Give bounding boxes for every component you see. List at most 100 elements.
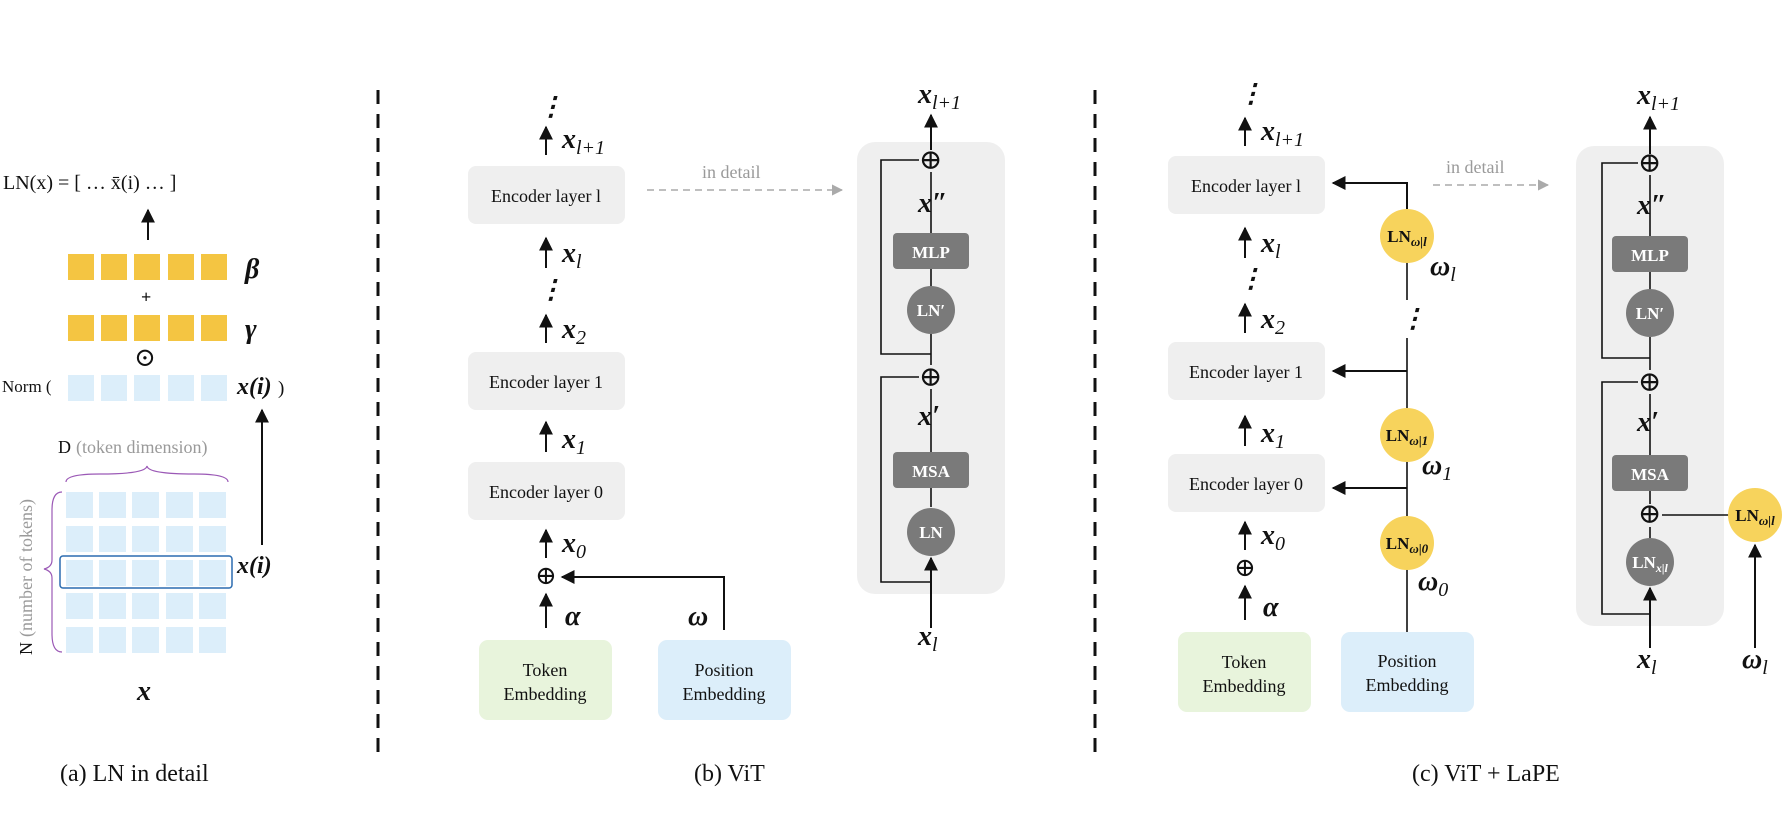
svg-text:Embedding: Embedding — [504, 684, 587, 704]
token-cell — [166, 627, 193, 653]
svg-text:LNω|0: LNω|0 — [1386, 534, 1429, 556]
svg-text:LNω|l: LNω|l — [1387, 227, 1427, 249]
svg-text:LNω|1: LNω|1 — [1386, 426, 1428, 448]
svg-text:⊕: ⊕ — [1638, 499, 1661, 530]
c-detail-ln-x — [1626, 538, 1674, 586]
token-cell — [166, 560, 193, 586]
token-cell — [132, 492, 159, 518]
b-pos-arrow — [560, 570, 725, 630]
ln-formula: LN(x) = [ … x̄(i) … ] — [3, 172, 176, 194]
b-detail-ln — [907, 508, 955, 556]
svg-text:⊕: ⊕ — [1638, 148, 1661, 179]
svg-text:x1: x1 — [1260, 418, 1285, 453]
plus-symbol: + — [141, 287, 151, 307]
token-cell — [66, 593, 93, 619]
svg-text:⊕: ⊕ — [1638, 367, 1661, 398]
token-x-i: x(i) — [236, 553, 272, 579]
token-cell — [132, 593, 159, 619]
b-x-1: x1 — [561, 424, 586, 459]
svg-text:x″: x″ — [1636, 190, 1666, 221]
b-dots-top: ⋮ — [538, 92, 564, 121]
svg-text:LNx|l: LNx|l — [1632, 553, 1668, 575]
svg-text:Embedding: Embedding — [1203, 676, 1286, 696]
svg-text:xl+1: xl+1 — [1636, 80, 1680, 115]
b-dots-mid: ⋮ — [538, 275, 564, 304]
c-detail-ln-prime — [1626, 289, 1674, 337]
caption-b: (b) ViT — [694, 761, 765, 787]
d-brace — [65, 465, 229, 483]
c-ln-omega-l — [1380, 209, 1434, 263]
svg-text:MSA: MSA — [912, 462, 951, 481]
token-cell — [166, 593, 193, 619]
b-detail-mlp — [893, 233, 969, 269]
svg-text:Embedding: Embedding — [1366, 675, 1449, 695]
b-encoder-1-box — [468, 352, 625, 410]
svg-text:⋮: ⋮ — [1400, 304, 1426, 333]
b-x-l: xl — [561, 238, 582, 273]
gamma-symbol: γ — [245, 314, 257, 345]
b-position-embedding — [658, 640, 791, 720]
token-grid — [66, 492, 226, 653]
c-encoder-1-label: Encoder layer 1 — [1189, 362, 1303, 382]
token-cell — [199, 560, 226, 586]
svg-text:Position: Position — [694, 660, 753, 680]
svg-text:α: α — [1263, 592, 1279, 623]
svg-text:xl+1: xl+1 — [1260, 116, 1304, 151]
svg-text:LN: LN — [919, 523, 943, 542]
c-encoder-1-box — [1168, 342, 1325, 400]
svg-text:ωl: ωl — [1430, 251, 1456, 286]
b-detail-x-pp: x″ — [917, 188, 947, 219]
norm-x-i: x(i) — [236, 374, 272, 400]
svg-text:MLP: MLP — [1631, 246, 1669, 265]
svg-text:⋮: ⋮ — [1238, 79, 1264, 108]
svg-text:LNω|l: LNω|l — [1735, 506, 1775, 528]
dim-label-d: D — [58, 437, 71, 457]
token-cell — [132, 526, 159, 552]
c-ln-omega-1 — [1380, 408, 1434, 462]
token-cell — [199, 492, 226, 518]
b-x-2: x2 — [561, 314, 586, 349]
token-cell — [99, 526, 126, 552]
token-cell — [166, 526, 193, 552]
token-cell — [99, 627, 126, 653]
c-encoder-l-label: Encoder layer l — [1191, 176, 1301, 196]
c-encoder-l-box — [1168, 156, 1325, 214]
token-cell — [66, 492, 93, 518]
svg-text:LN′: LN′ — [917, 301, 945, 320]
svg-text:x′: x′ — [1636, 407, 1659, 438]
b-omega: ω — [688, 601, 708, 632]
token-cell — [66, 560, 93, 586]
panel-b: ⋮ xl+1 Encoder layer l xl ⋮ x2 Encoder l… — [468, 79, 1005, 787]
b-alpha: α — [565, 601, 581, 632]
svg-text:⊕: ⊕ — [919, 362, 942, 393]
b-detail-x-p: x′ — [917, 401, 940, 432]
b-detail-in: xl — [917, 621, 938, 656]
token-cell — [132, 627, 159, 653]
c-position-embedding — [1341, 632, 1474, 712]
x-label: x — [136, 676, 151, 707]
svg-text:⊕: ⊕ — [1234, 553, 1256, 582]
odot-symbol: ⊙ — [134, 343, 156, 372]
token-cell — [99, 593, 126, 619]
token-cell — [199, 526, 226, 552]
svg-text:MSA: MSA — [1631, 465, 1670, 484]
svg-text:Token: Token — [1222, 652, 1267, 672]
c-ln-omega-side — [1728, 488, 1782, 542]
beta-symbol: β — [244, 254, 260, 285]
svg-text:ω0: ω0 — [1418, 566, 1448, 601]
b-encoder-0-label: Encoder layer 0 — [489, 482, 603, 502]
panel-c: ⋮ xl+1 Encoder layer l xl ⋮ x2 Encoder l… — [1168, 79, 1782, 787]
beta-row — [68, 254, 227, 280]
svg-text:ωl: ωl — [1742, 644, 1768, 679]
svg-text:LN′: LN′ — [1636, 304, 1664, 323]
panel-a: LN(x) = [ … x̄(i) … ] β + γ ⊙ Norm ( — [2, 172, 284, 787]
n-label: N (number of tokens) — [16, 499, 37, 655]
b-detail-ln-prime — [907, 286, 955, 334]
b-x-l1: xl+1 — [561, 124, 605, 159]
token-cell — [99, 492, 126, 518]
c-token-embedding — [1178, 632, 1311, 712]
b-encoder-l-label: Encoder layer l — [491, 186, 601, 206]
caption-a: (a) LN in detail — [60, 761, 209, 787]
dim-label-token: (token dimension) — [76, 437, 207, 458]
